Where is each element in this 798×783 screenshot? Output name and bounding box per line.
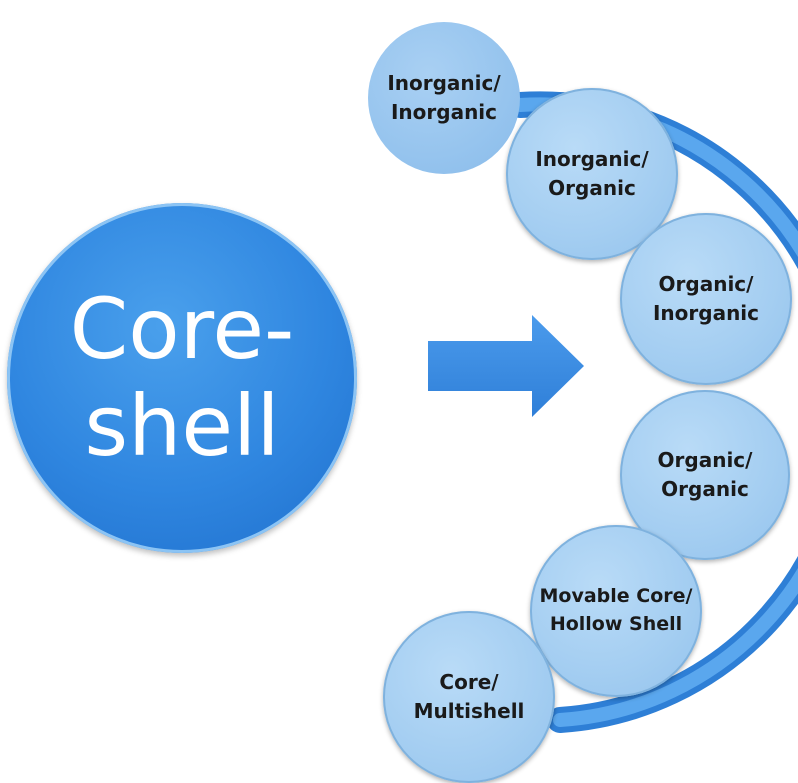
right-arrow-icon	[428, 315, 584, 417]
bubble-label-line2: Organic	[548, 176, 636, 200]
bubble-label-line1: Inorganic/	[535, 147, 649, 171]
bubble-label-line2: Multishell	[413, 699, 525, 723]
bubble-label-line2: Inorganic	[390, 100, 498, 124]
type-bubble-organic-inorganic: Organic/ Inorganic	[620, 213, 792, 385]
bubble-label-line2: Organic	[661, 477, 749, 501]
type-bubble-inorganic-inorganic: Inorganic/ Inorganic	[368, 22, 520, 174]
bubble-label-line1: Core/	[439, 670, 499, 694]
main-label-line2: shell	[84, 377, 280, 475]
type-bubble-movable-core-hollow-shell: Movable Core/ Hollow Shell	[530, 525, 702, 697]
bubble-label-line2: Inorganic	[652, 301, 760, 325]
bubble-label-line1: Organic/	[657, 448, 753, 472]
bubble-label-line1: Inorganic/	[387, 71, 501, 95]
main-label-line1: Core-	[69, 279, 295, 378]
bubble-label-line1: Movable Core/	[539, 585, 693, 608]
core-shell-circle: Core- shell	[7, 203, 357, 553]
bubble-label-line2: Hollow Shell	[549, 613, 683, 635]
bubble-label-line1: Organic/	[658, 272, 754, 296]
type-bubble-inorganic-organic: Inorganic/ Organic	[506, 88, 678, 260]
type-bubble-core-multishell: Core/ Multishell	[383, 611, 555, 783]
